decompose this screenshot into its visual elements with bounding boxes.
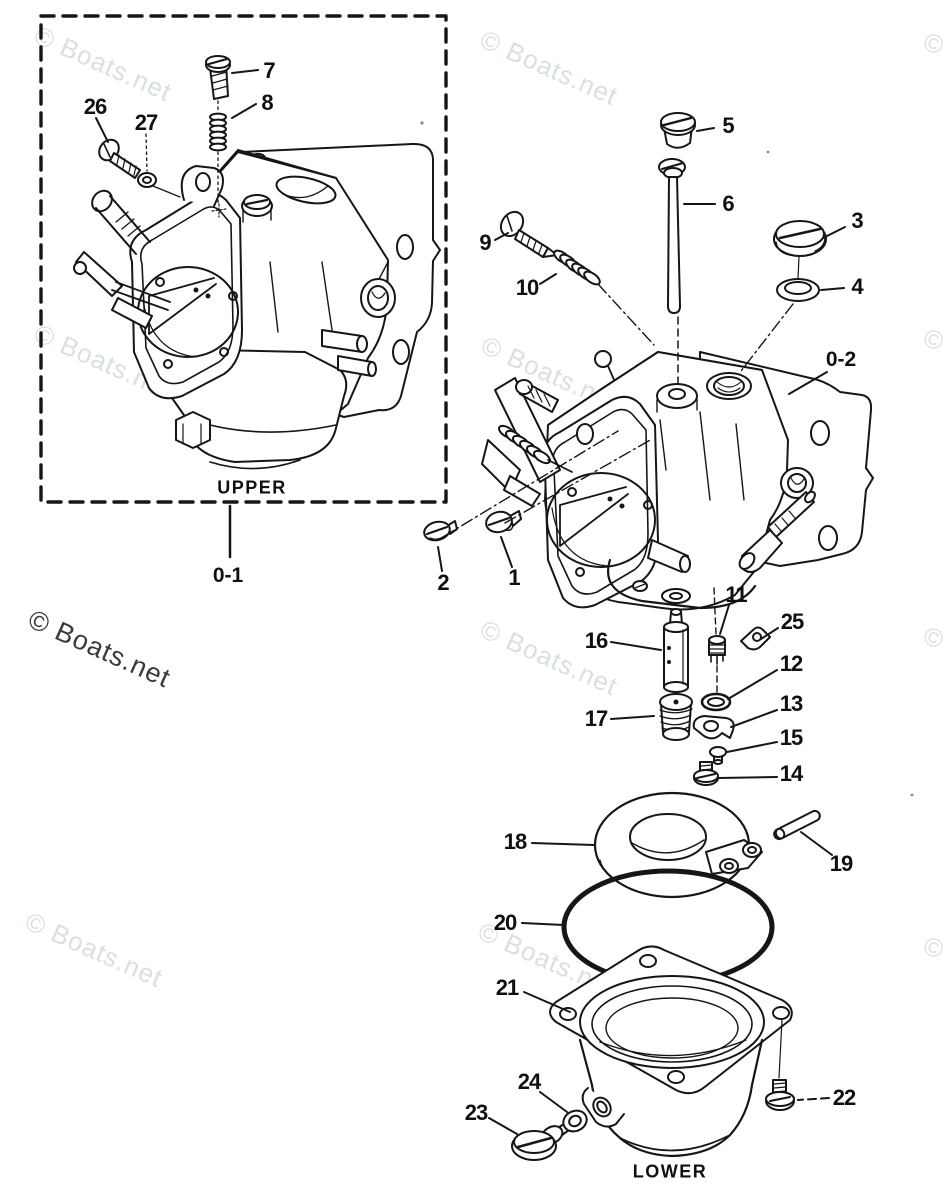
leader-15 — [726, 741, 778, 753]
leader-23 — [488, 1117, 518, 1135]
callout-23: 23 — [464, 1100, 489, 1125]
callout-21: 21 — [495, 975, 520, 1000]
part-4-washer — [776, 256, 820, 302]
callout-20: 20 — [493, 910, 518, 935]
callout-26: 26 — [83, 94, 108, 119]
part-27-trace-line — [152, 185, 181, 198]
callout-1: 1 — [508, 565, 520, 590]
callout-4: 4 — [851, 274, 863, 299]
callout-11: 11 — [725, 582, 747, 607]
part-25-clip — [740, 626, 771, 651]
jet-parts-column — [610, 587, 779, 786]
part-4-axis-line — [740, 303, 794, 372]
part-6-needle — [658, 158, 686, 314]
part-27-washer — [137, 172, 157, 188]
part-21-bowl — [549, 945, 793, 1158]
ref-0-1-label: 0-1 — [212, 564, 244, 587]
hex-plug — [175, 411, 211, 449]
callout-24: 24 — [517, 1069, 542, 1094]
callout-22: 22 — [832, 1085, 857, 1110]
leader-1 — [500, 536, 513, 568]
ref-0-2-label: 0-2 — [825, 348, 857, 371]
leader-26 — [95, 117, 109, 143]
part-27-axis-line — [145, 133, 148, 172]
callout-16: 16 — [584, 628, 609, 653]
part-11-jet — [708, 635, 726, 665]
leader-25 — [760, 627, 779, 640]
leader-16 — [610, 641, 662, 651]
callout-12: 12 — [779, 651, 804, 676]
leader-2 — [437, 546, 443, 572]
part-22-screw — [765, 1079, 795, 1111]
callout-7: 7 — [263, 58, 275, 83]
leader-17 — [610, 715, 655, 720]
leader-9 — [494, 232, 509, 241]
part-26-screw — [98, 138, 141, 179]
callout-18: 18 — [503, 829, 528, 854]
leader-10 — [539, 273, 557, 285]
print-specks — [420, 121, 914, 797]
leader-22 — [797, 1097, 830, 1101]
callout-2: 2 — [437, 570, 449, 595]
callout-9: 9 — [479, 230, 491, 255]
part-7-screw — [205, 55, 231, 100]
part-1-screw — [485, 510, 522, 534]
main-carburetor-drawing — [423, 112, 874, 611]
leader-0-2 — [788, 371, 828, 395]
leader-19 — [800, 831, 833, 856]
callout-25: 25 — [780, 609, 805, 634]
part-5-plug — [660, 112, 696, 149]
part-13-hook-plate — [692, 715, 735, 740]
callout-10: 10 — [515, 275, 540, 300]
part-19-pin — [773, 809, 821, 841]
leader-5 — [696, 127, 715, 132]
part-18-float — [593, 791, 763, 899]
leader-24 — [539, 1091, 568, 1113]
callout-8: 8 — [261, 90, 273, 115]
part-10-axis-line — [597, 283, 655, 346]
callout-14: 14 — [779, 761, 804, 786]
leader-12 — [727, 669, 778, 700]
upper-assembly-box — [39, 14, 448, 559]
leader-14 — [718, 776, 778, 779]
leader-8 — [231, 103, 257, 119]
leader-11 — [719, 604, 730, 635]
part-14-screw — [693, 761, 719, 786]
part-1-axis-line — [504, 438, 653, 524]
callout-27: 27 — [134, 110, 159, 135]
part-9-screw — [499, 210, 558, 258]
leader-13 — [730, 709, 778, 728]
leader-20 — [521, 922, 565, 926]
lower-section-label: LOWER — [632, 1161, 708, 1182]
leader-21 — [523, 991, 571, 1013]
part-8-spring — [209, 112, 227, 152]
dashed-border — [39, 14, 448, 504]
callout-6: 6 — [722, 191, 734, 216]
part-23-drain-plug — [511, 1120, 573, 1161]
part-10-spring — [553, 249, 601, 286]
leader-18 — [531, 842, 595, 846]
part-16-nozzle — [663, 608, 689, 693]
callout-5: 5 — [722, 113, 734, 138]
part-2-axis-line — [442, 430, 619, 538]
upper-section-label: UPPER — [217, 477, 287, 498]
part-12-oring — [700, 692, 732, 712]
float-and-bowl-drawing — [488, 791, 833, 1161]
leader-4 — [820, 287, 845, 291]
callout-19: 19 — [829, 851, 854, 876]
leader-3 — [822, 226, 846, 239]
part-17-threaded-plug — [659, 693, 693, 741]
callout-17: 17 — [584, 706, 609, 731]
part-2-screw — [423, 520, 458, 542]
part-3-plug — [773, 220, 827, 257]
upper-carburetor-drawing — [73, 55, 441, 470]
leader-7 — [231, 69, 259, 74]
callout-13: 13 — [779, 691, 804, 716]
part-24-washer — [562, 1109, 588, 1133]
part-15-plug — [709, 746, 727, 765]
callout-3: 3 — [851, 208, 863, 233]
callout-15: 15 — [779, 725, 804, 750]
